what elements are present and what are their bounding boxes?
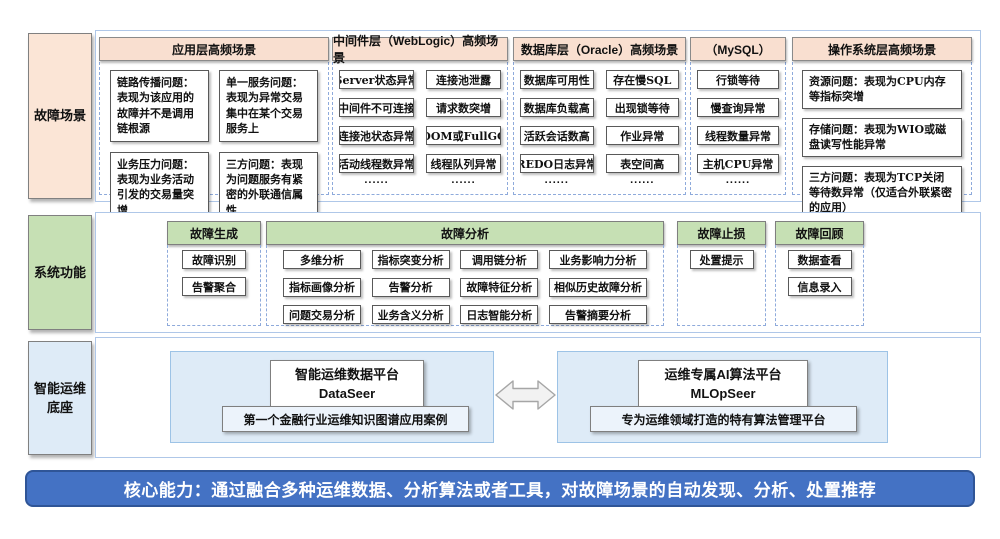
scenario-item: 中间件不可连接 bbox=[339, 98, 414, 117]
column-application-layer: 应用层高频场景 链路传播问题：表现为该应用的故障并不是调用链根源 单一服务问题：… bbox=[99, 37, 329, 235]
function-item: 处置提示 bbox=[689, 250, 754, 269]
function-item: 日志智能分析 bbox=[460, 305, 539, 325]
column-title: 中间件层（WebLogic）高频场景 bbox=[332, 34, 508, 65]
column-os-layer: 操作系统层高频场景 资源问题：表现为CPU内存等指标突增 存储问题：表现为WIO… bbox=[792, 37, 972, 232]
column-database-mysql: （MySQL） 行锁等待 慢查询异常 线程数量异常 主机CPU异常 ...... bbox=[690, 37, 786, 195]
ellipsis: ...... bbox=[364, 174, 389, 186]
function-item: 问题交易分析 bbox=[283, 305, 361, 325]
scenario-item: 线程数量异常 bbox=[697, 126, 779, 145]
core-capability-banner: 核心能力：通过融合多种运维数据、分析算法或者工具，对故障场景的自动发现、分析、处… bbox=[25, 470, 975, 507]
function-item: 告警聚合 bbox=[182, 277, 246, 296]
scenario-item: 数据库可用性 bbox=[520, 70, 594, 89]
ellipsis: ...... bbox=[451, 174, 476, 186]
scenario-item: 出现锁等待 bbox=[605, 98, 679, 117]
platform-title-line1: 运维专属AI算法平台 bbox=[664, 366, 782, 382]
column-title: （MySQL） bbox=[690, 37, 786, 61]
row-label-system-functions: 系统功能 bbox=[28, 215, 92, 330]
platform-title-line2: DataSeer bbox=[318, 386, 376, 401]
group-fault-review: 故障回顾 数据查看 信息录入 bbox=[775, 221, 864, 326]
group-title: 故障分析 bbox=[266, 221, 664, 245]
scenario-item: 慢查询异常 bbox=[697, 98, 779, 117]
function-item: 相似历史故障分析 bbox=[548, 277, 647, 297]
scenario-item: Server状态异常 bbox=[339, 70, 414, 89]
function-item: 信息录入 bbox=[787, 277, 852, 296]
column-database-oracle: 数据库层（Oracle）高频场景 数据库可用性 存在慢SQL 数据库负载高 出现… bbox=[513, 37, 686, 195]
group-fault-analysis: 故障分析 多维分析 指标突变分析 调用链分析 业务影响力分析 指标画像分析 告警… bbox=[266, 221, 664, 326]
function-item: 指标画像分析 bbox=[283, 277, 361, 297]
function-item: 业务影响力分析 bbox=[548, 250, 647, 269]
platform-subtitle: 专为运维领域打造的特有算法管理平台 bbox=[590, 406, 857, 432]
function-item: 多维分析 bbox=[283, 250, 361, 269]
scenario-item: 单一服务问题：表现为异常交易集中在某个交易服务上 bbox=[219, 70, 318, 142]
group-title: 故障止损 bbox=[677, 221, 766, 245]
scenario-item: 活跃会话数高 bbox=[520, 126, 594, 145]
scenario-item: 数据库负载高 bbox=[520, 98, 594, 117]
function-item: 告警摘要分析 bbox=[548, 305, 647, 325]
function-item: 数据查看 bbox=[787, 250, 852, 269]
function-item: 故障识别 bbox=[182, 250, 246, 269]
platform-title: 智能运维数据平台 DataSeer bbox=[270, 360, 424, 408]
scenario-item: 业务压力问题：表现为业务活动引发的交易量突增 bbox=[110, 151, 209, 224]
scenario-item: 连接池状态异常 bbox=[339, 126, 414, 145]
row-label-aiops-base: 智能运维底座 bbox=[28, 341, 92, 455]
column-title: 应用层高频场景 bbox=[99, 37, 329, 61]
platform-title-line1: 智能运维数据平台 bbox=[294, 366, 399, 382]
platform-mlopseer: 运维专属AI算法平台 MLOpSeer 专为运维领域打造的特有算法管理平台 bbox=[557, 351, 888, 443]
function-item: 调用链分析 bbox=[460, 250, 539, 269]
ellipsis: ...... bbox=[544, 174, 569, 186]
scenario-item: 活动线程数异常 bbox=[339, 154, 414, 173]
scenario-item: 链路传播问题：表现为该应用的故障并不是调用链根源 bbox=[110, 70, 209, 142]
scenario-item: 三方问题：表现为TCP关闭等待数异常（仅适合外联紧密的应用） bbox=[802, 165, 962, 220]
scenario-item: 请求数突增 bbox=[426, 98, 501, 117]
scenario-item: OOM或FullGC bbox=[426, 126, 501, 145]
scenario-item: 主机CPU异常 bbox=[697, 154, 779, 173]
system-functions-section: 故障生成 故障识别 告警聚合 故障分析 多维分析 指标突变分析 调用链分析 业务… bbox=[95, 212, 981, 333]
ellipsis: ...... bbox=[725, 174, 751, 186]
function-item: 故障特征分析 bbox=[460, 277, 539, 297]
column-middleware-weblogic: 中间件层（WebLogic）高频场景 Server状态异常 连接池泄露 中间件不… bbox=[332, 34, 508, 195]
function-item: 指标突变分析 bbox=[371, 250, 450, 269]
column-title: 数据库层（Oracle）高频场景 bbox=[513, 37, 686, 61]
scenario-item: 表空间高 bbox=[605, 154, 679, 173]
double-arrow-icon bbox=[495, 380, 556, 410]
group-fault-stoploss: 故障止损 处置提示 bbox=[677, 221, 766, 326]
group-title: 故障回顾 bbox=[775, 221, 864, 245]
ellipsis: ...... bbox=[630, 174, 655, 186]
fault-scenarios-section: 应用层高频场景 链路传播问题：表现为该应用的故障并不是调用链根源 单一服务问题：… bbox=[95, 30, 981, 235]
platform-title: 运维专属AI算法平台 MLOpSeer bbox=[638, 360, 808, 408]
scenario-item: 资源问题：表现为CPU内存等指标突增 bbox=[802, 70, 962, 109]
aiops-base-section: 智能运维数据平台 DataSeer 第一个金融行业运维知识图谱应用案例 运维专属… bbox=[95, 337, 981, 458]
function-item: 告警分析 bbox=[371, 277, 450, 297]
platform-subtitle: 第一个金融行业运维知识图谱应用案例 bbox=[222, 406, 469, 432]
platform-dataseer: 智能运维数据平台 DataSeer 第一个金融行业运维知识图谱应用案例 bbox=[170, 351, 494, 443]
scenario-item: 作业异常 bbox=[605, 126, 679, 145]
scenario-item: 行锁等待 bbox=[697, 70, 779, 89]
row-label-fault-scenarios: 故障场景 bbox=[28, 33, 92, 199]
column-title: 操作系统层高频场景 bbox=[792, 37, 972, 61]
group-title: 故障生成 bbox=[167, 221, 261, 245]
scenario-item: 线程队列异常 bbox=[426, 154, 501, 173]
platform-title-line2: MLOpSeer bbox=[690, 386, 756, 401]
scenario-item: 存在慢SQL bbox=[605, 70, 679, 89]
function-item: 业务含义分析 bbox=[371, 305, 450, 325]
scenario-item: 存储问题：表现为WIO或磁盘读写性能异常 bbox=[802, 117, 962, 157]
scenario-item: 连接池泄露 bbox=[426, 70, 501, 89]
group-fault-generation: 故障生成 故障识别 告警聚合 bbox=[167, 221, 261, 326]
scenario-item: REDO日志异常 bbox=[520, 154, 594, 173]
